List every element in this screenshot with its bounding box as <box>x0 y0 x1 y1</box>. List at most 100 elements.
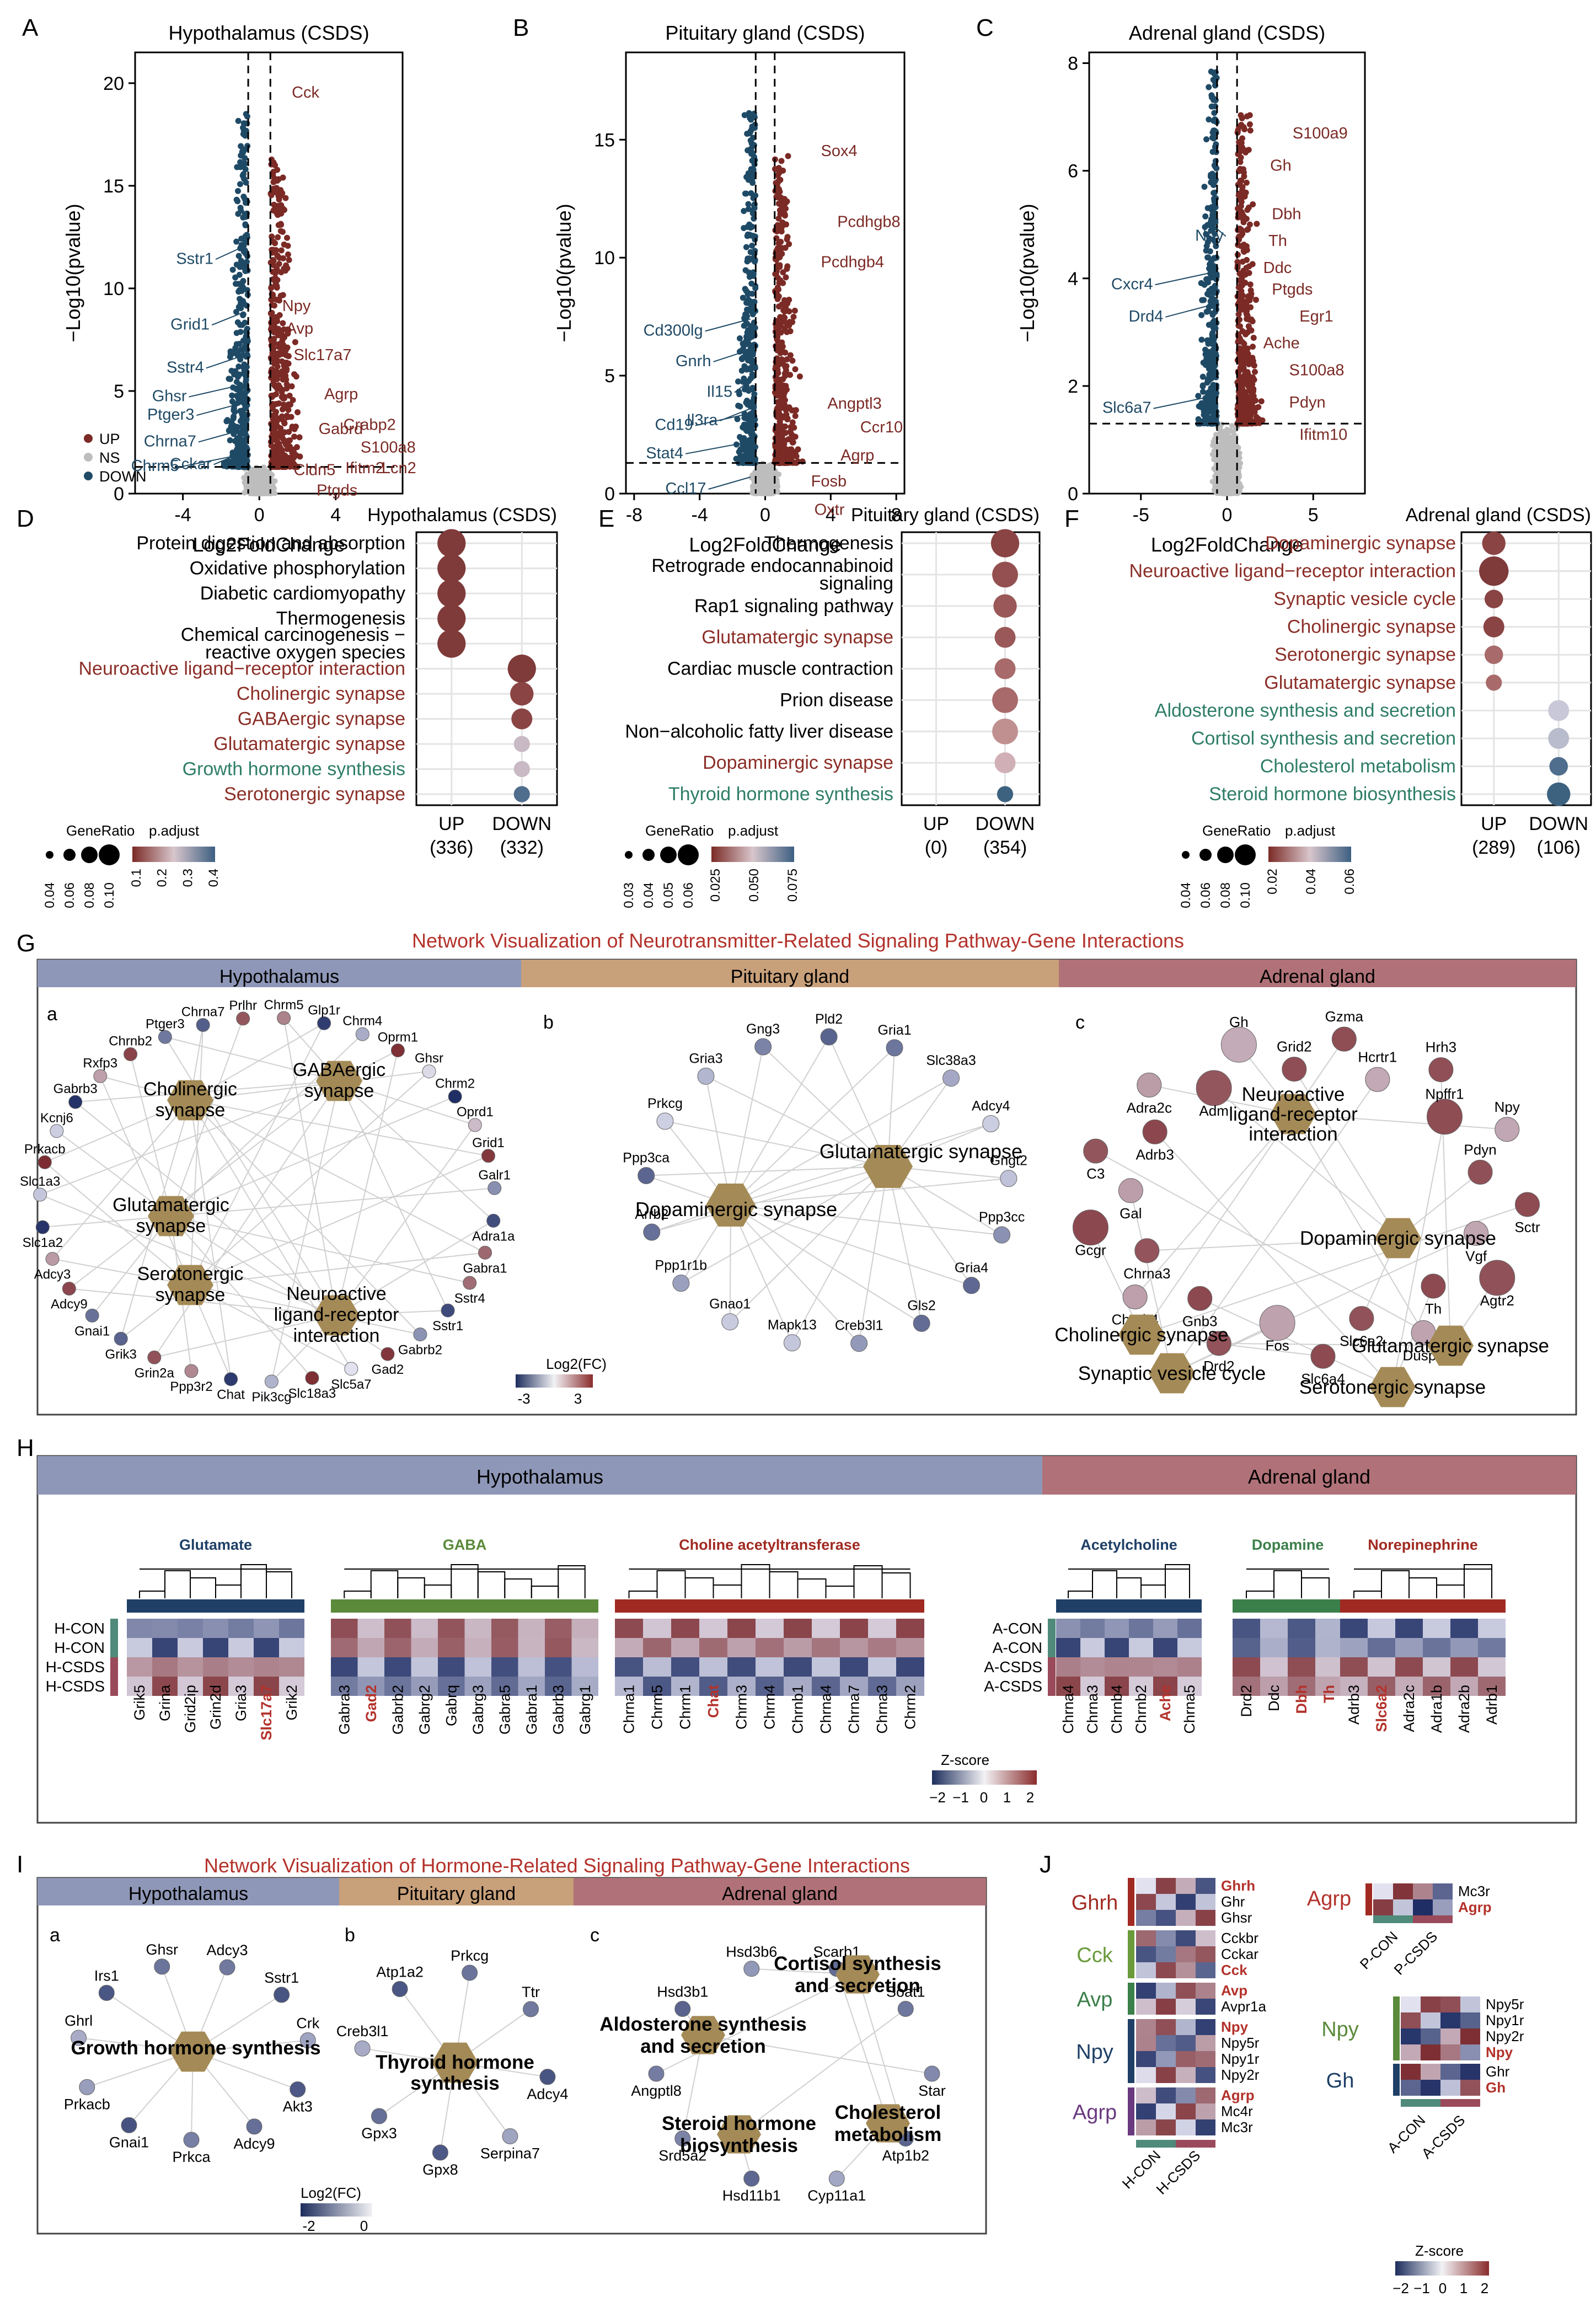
up-point <box>297 453 303 460</box>
up-point <box>783 406 789 413</box>
up-point <box>778 158 785 164</box>
down-point <box>237 393 244 400</box>
ns-point <box>767 469 773 475</box>
up-point <box>281 394 288 400</box>
up-point <box>291 433 298 440</box>
panel-title: Pituitary gland (CSDS) <box>665 22 865 44</box>
down-point <box>244 457 250 464</box>
up-point <box>781 370 788 377</box>
down-point <box>237 455 243 462</box>
up-point <box>778 279 784 285</box>
points <box>1195 68 1266 496</box>
down-point <box>740 295 746 301</box>
up-point <box>270 238 277 245</box>
down-point <box>736 335 743 342</box>
y-tick-label: 4 <box>1068 269 1078 290</box>
down-point <box>242 132 249 139</box>
legend-label: UP <box>99 431 120 447</box>
down-point <box>741 415 748 421</box>
up-point <box>293 373 299 380</box>
up-point <box>778 329 784 336</box>
y-tick-label: 5 <box>604 366 615 387</box>
down-point <box>748 115 755 122</box>
down-point <box>244 113 250 120</box>
panel-title: Hypothalamus (CSDS) <box>168 22 369 44</box>
up-point <box>281 429 288 436</box>
up-point <box>789 433 795 440</box>
gene-label-down: Gnrh <box>676 352 711 370</box>
ns-point <box>249 484 255 490</box>
up-point <box>776 262 783 269</box>
up-point <box>284 446 291 452</box>
up-point <box>279 406 286 413</box>
ns-point <box>764 487 770 493</box>
gene-label-up: Ccr10 <box>860 419 903 436</box>
down-point <box>745 299 751 306</box>
y-tick-label: 8 <box>1068 53 1078 74</box>
down-point <box>242 319 248 326</box>
down-point <box>230 350 237 356</box>
down-point <box>749 242 756 249</box>
gene-label-up: Agrp <box>840 447 874 464</box>
up-point <box>270 185 277 192</box>
down-point <box>743 244 749 250</box>
down-point <box>229 266 236 273</box>
up-point <box>271 302 277 309</box>
up-point <box>274 318 281 324</box>
up-point <box>285 360 292 367</box>
y-tick-label: 6 <box>1068 161 1078 182</box>
gene-label-up: Gabrd <box>319 420 363 438</box>
gene-label-down: Il15 <box>706 383 732 401</box>
up-point <box>776 324 783 330</box>
down-point <box>748 323 754 329</box>
up-point <box>774 428 781 435</box>
down-point <box>749 270 756 276</box>
up-point <box>270 261 277 268</box>
up-point <box>786 297 792 303</box>
down-point <box>745 400 751 406</box>
up-point <box>792 366 799 373</box>
down-point <box>751 205 758 211</box>
up-point <box>281 334 288 340</box>
down-point <box>240 194 247 200</box>
up-point <box>286 392 293 399</box>
up-point <box>280 320 286 326</box>
y-tick-label: 0 <box>1068 484 1078 505</box>
up-point <box>271 296 278 302</box>
up-point <box>790 314 797 320</box>
up-point <box>281 207 287 213</box>
up-point <box>285 327 292 334</box>
up-point <box>288 414 294 420</box>
up-point <box>281 455 288 462</box>
down-point <box>237 205 244 211</box>
up-point <box>268 284 275 291</box>
down-point <box>237 329 244 335</box>
up-point <box>781 441 788 447</box>
x-tick-label: 4 <box>330 505 341 526</box>
down-point <box>746 354 753 360</box>
panel-letter: B <box>513 14 529 41</box>
up-point <box>268 156 275 163</box>
up-point <box>294 409 301 416</box>
up-point <box>796 373 803 380</box>
up-point <box>775 293 782 299</box>
down-point <box>746 232 753 238</box>
down-point <box>223 418 230 425</box>
up-point <box>269 433 275 440</box>
up-point <box>277 349 284 356</box>
up-point <box>283 385 290 392</box>
up-point <box>783 304 789 311</box>
up-point <box>775 240 782 247</box>
down-point <box>741 112 748 119</box>
down-point <box>239 172 246 179</box>
down-point <box>741 375 747 382</box>
gene-label-down: Ccl17 <box>665 480 706 497</box>
up-point <box>779 456 786 462</box>
down-point <box>240 284 247 291</box>
x-tick-label: 0 <box>1222 505 1233 526</box>
x-tick-label: -4 <box>174 505 191 526</box>
up-legend-dot <box>84 434 93 443</box>
ns-point <box>248 472 254 478</box>
up-point <box>782 364 789 371</box>
